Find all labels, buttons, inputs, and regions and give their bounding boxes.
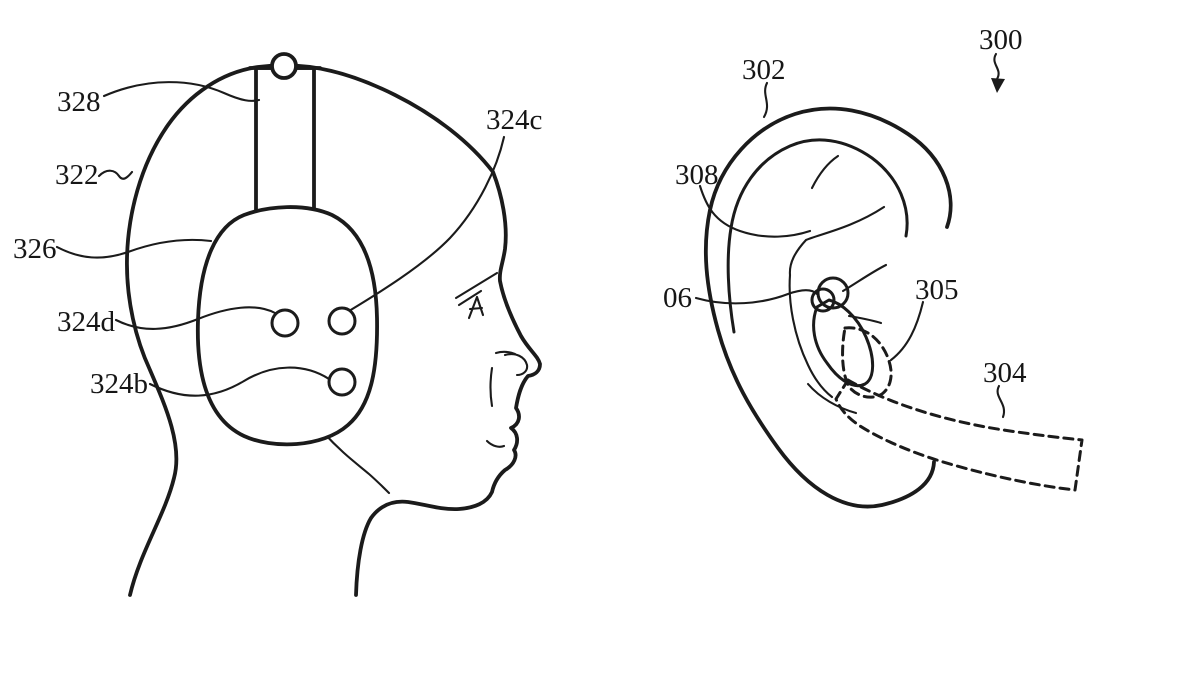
ref-label-06: 06 [663, 282, 692, 314]
ref-label-304: 304 [983, 357, 1027, 389]
leader-line-324d [114, 306, 277, 330]
antihelix-line [788, 205, 886, 399]
leader-line-304 [996, 384, 1006, 419]
ref-label-324b: 324b [90, 368, 148, 400]
jaw-to-earcup-line [321, 430, 391, 495]
leader-line-06 [694, 289, 819, 305]
band-segment-305 [841, 326, 893, 399]
ear-ridge-line [810, 154, 840, 190]
ear-inner-helix [726, 138, 909, 334]
earlobe-inner-line [806, 382, 858, 415]
ref-label-308: 308 [675, 159, 719, 191]
sensor-circle-324c [327, 306, 357, 336]
head-profile-outline [125, 63, 542, 597]
leader-line-308 [698, 184, 812, 238]
ref-label-324d: 324d [57, 306, 116, 338]
ear-with-earbud-figure: 300 302 308 06 305 304 [663, 24, 1084, 509]
ref-label-328: 328 [57, 86, 101, 118]
eyebrow-line-2 [457, 289, 483, 307]
arrow-300-line [993, 52, 1000, 81]
nose-side-line [494, 350, 517, 356]
sensor-circle-324d [270, 308, 300, 338]
leader-line-305 [889, 300, 925, 362]
mouth-line [485, 439, 506, 448]
earbud-tip [810, 287, 836, 313]
leader-line-324b [148, 366, 331, 397]
leader-line-322 [97, 169, 134, 180]
headband-pivot-icon [270, 52, 298, 80]
headband-strap [254, 66, 316, 215]
eye-glyph [467, 295, 485, 320]
ref-label-322: 322 [55, 159, 99, 191]
nostril-line [503, 353, 529, 377]
earbud-body [816, 276, 850, 310]
head-with-headphones-figure: 328 322 326 324d 324b 324c [13, 52, 542, 597]
arrow-300-head [991, 78, 1005, 93]
ref-label-305: 305 [915, 274, 959, 306]
ear-outer-outline [703, 106, 953, 509]
leader-line-328 [102, 81, 261, 102]
ref-label-324c: 324c [486, 104, 542, 136]
leader-line-326 [55, 238, 213, 259]
cheek-crease-line [489, 366, 494, 408]
sensor-circle-324b [327, 367, 357, 397]
concha-upper-line [841, 263, 888, 293]
leader-line-324c [347, 135, 506, 313]
ref-label-300: 300 [979, 24, 1023, 56]
earbud-stem [812, 298, 875, 387]
ref-label-326: 326 [13, 233, 57, 265]
eyebrow-line-1 [454, 271, 499, 300]
leader-line-302 [762, 81, 769, 119]
band-304 [834, 378, 1084, 492]
ref-label-302: 302 [742, 54, 786, 86]
